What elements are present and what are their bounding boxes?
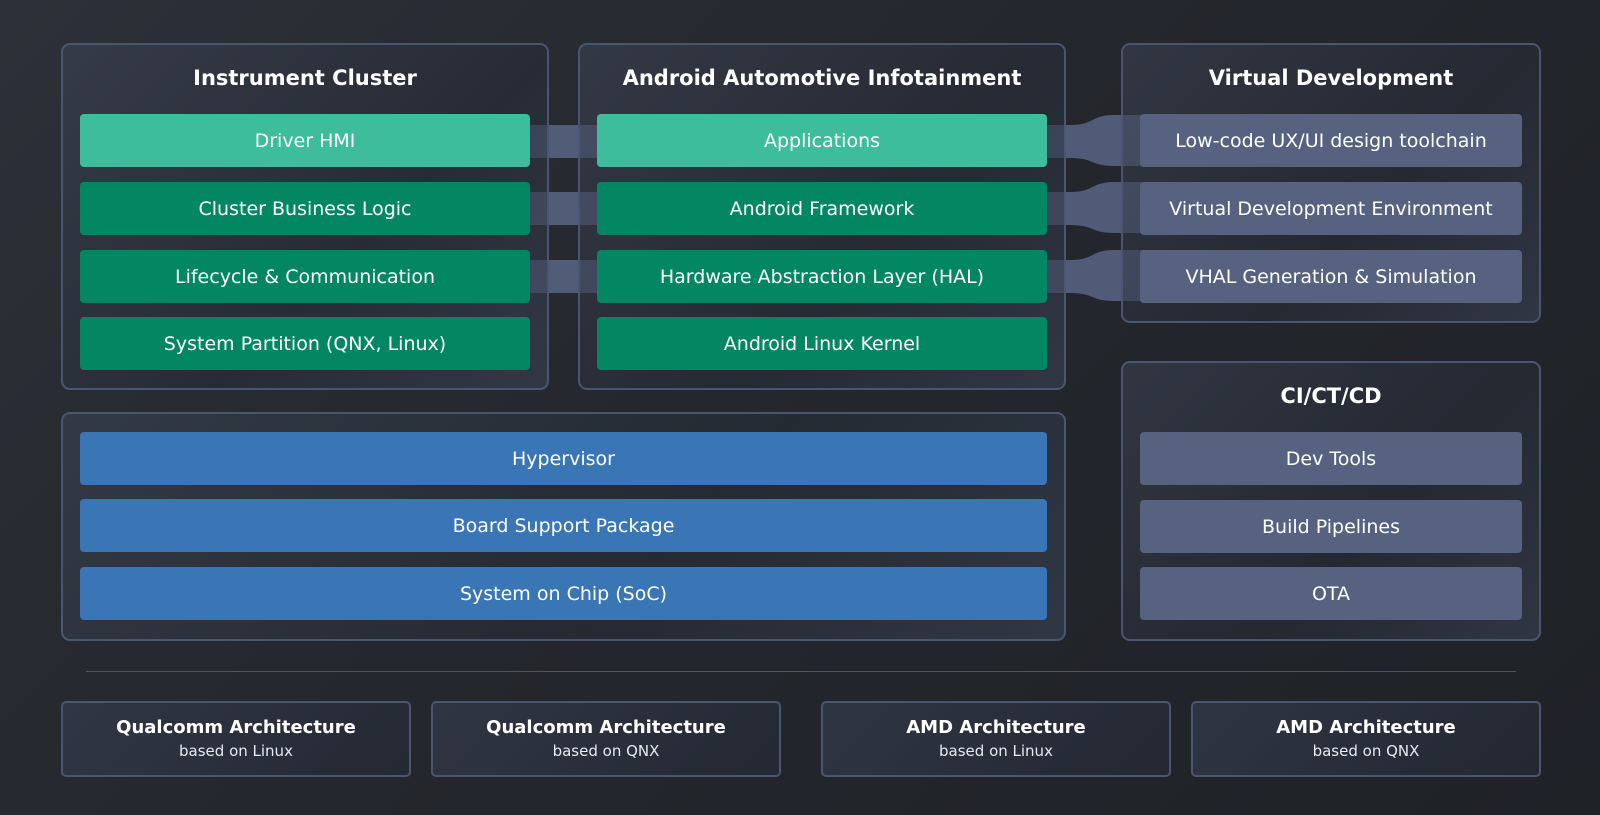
architecture-box: Qualcomm Architecture based on QNX <box>431 701 781 777</box>
board-support-package-layer: Board Support Package <box>80 499 1047 552</box>
hal-layer: Hardware Abstraction Layer (HAL) <box>597 250 1047 303</box>
architecture-subtitle: based on Linux <box>179 742 293 760</box>
android-framework-layer: Android Framework <box>597 182 1047 235</box>
architecture-name: AMD Architecture <box>906 717 1086 738</box>
lifecycle-communication-layer: Lifecycle & Communication <box>80 250 530 303</box>
driver-hmi-layer: Driver HMI <box>80 114 530 167</box>
architecture-subtitle: based on QNX <box>1312 742 1420 760</box>
architecture-box: AMD Architecture based on Linux <box>821 701 1171 777</box>
architecture-name: AMD Architecture <box>1276 717 1456 738</box>
architecture-box: AMD Architecture based on QNX <box>1191 701 1541 777</box>
cluster-business-logic-layer: Cluster Business Logic <box>80 182 530 235</box>
hypervisor-layer: Hypervisor <box>80 432 1047 485</box>
architecture-name: Qualcomm Architecture <box>486 717 726 738</box>
cicd-title: CI/CT/CD <box>1280 384 1382 408</box>
connector-band <box>1044 250 1145 301</box>
dev-tools-item: Dev Tools <box>1140 432 1522 485</box>
architecture-subtitle: based on QNX <box>552 742 660 760</box>
virtual-dev-environment-item: Virtual Development Environment <box>1140 182 1522 235</box>
architecture-name: Qualcomm Architecture <box>116 717 356 738</box>
architecture-subtitle: based on Linux <box>939 742 1053 760</box>
connector-band <box>1044 182 1145 233</box>
low-code-toolchain-item: Low-code UX/UI design toolchain <box>1140 114 1522 167</box>
ota-item: OTA <box>1140 567 1522 620</box>
virtual-development-title: Virtual Development <box>1208 66 1454 90</box>
architecture-box: Qualcomm Architecture based on Linux <box>61 701 411 777</box>
system-on-chip-layer: System on Chip (SoC) <box>80 567 1047 620</box>
instrument-cluster-title: Instrument Cluster <box>193 66 417 90</box>
android-linux-kernel-layer: Android Linux Kernel <box>597 317 1047 370</box>
build-pipelines-item: Build Pipelines <box>1140 500 1522 553</box>
applications-layer: Applications <box>597 114 1047 167</box>
connector-band <box>1044 115 1145 166</box>
vhal-generation-item: VHAL Generation & Simulation <box>1140 250 1522 303</box>
system-partition-layer: System Partition (QNX, Linux) <box>80 317 530 370</box>
android-infotainment-title: Android Automotive Infotainment <box>622 66 1022 90</box>
divider <box>86 671 1516 672</box>
